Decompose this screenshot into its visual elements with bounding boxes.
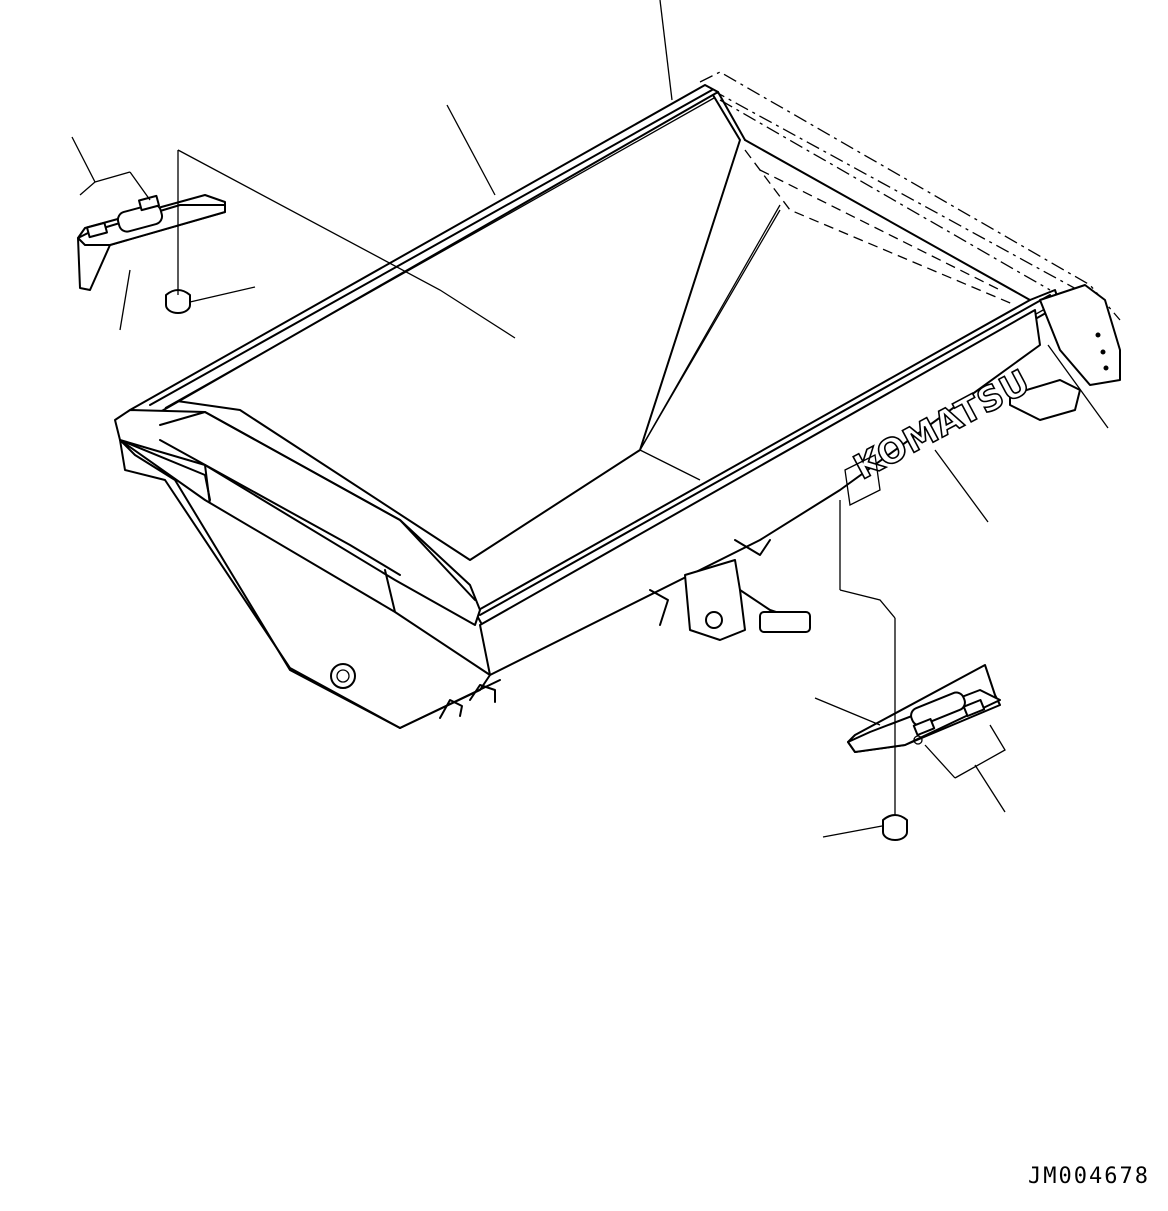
dump-body: KOMATSU xyxy=(114,84,1121,729)
leader-lines xyxy=(71,0,1109,838)
drawing-number: JM004678 xyxy=(1028,1164,1150,1189)
support-pad-right xyxy=(847,618,1001,841)
support-pad-left xyxy=(77,150,226,314)
